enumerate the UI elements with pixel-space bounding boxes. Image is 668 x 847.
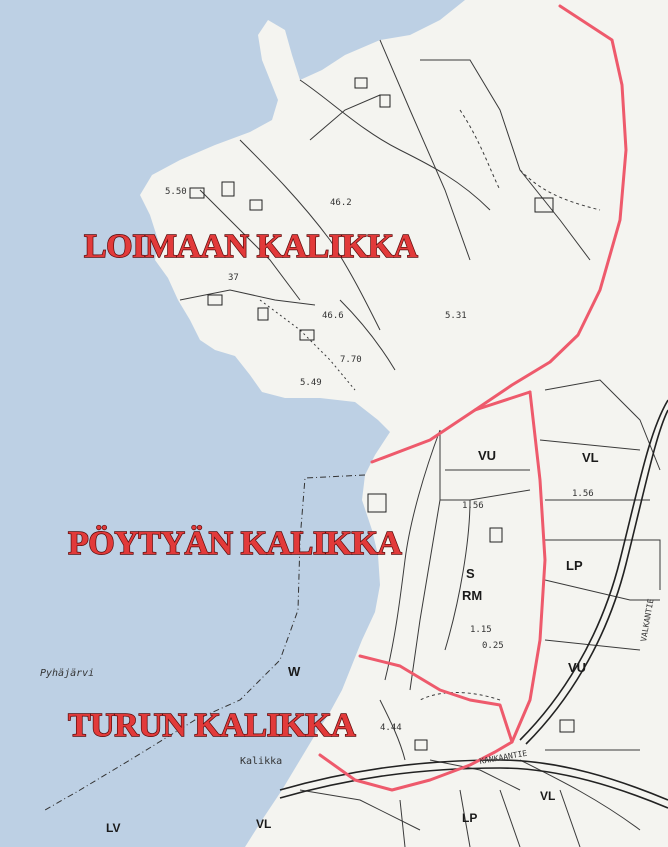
zone-vu-1[interactable]: VU (478, 448, 496, 463)
zone-vl-2[interactable]: VL (256, 817, 271, 831)
value-11: 37 (228, 273, 239, 283)
zone-vl-3[interactable]: VL (540, 789, 555, 803)
value-12: 5.50 (165, 187, 187, 197)
region-boundaries (318, 4, 628, 792)
value-8: 5.31 (445, 311, 467, 321)
value-10: 5.49 (300, 378, 322, 388)
zone-s[interactable]: S (466, 566, 475, 581)
zone-lv[interactable]: LV (106, 821, 120, 835)
buildings (189, 77, 575, 751)
boundary-loimaan (473, 4, 628, 412)
region-label-loimaan[interactable]: LOIMAAN KALIKKA (83, 227, 419, 265)
place-village[interactable]: Kalikka (240, 756, 282, 767)
zone-vl-1[interactable]: VL (582, 450, 599, 465)
value-3: 1.15 (470, 625, 492, 635)
zone-lp-1[interactable]: LP (566, 558, 583, 573)
value-2: 1.56 (462, 501, 484, 511)
boundary-turun (318, 654, 514, 792)
value-6: 46.2 (330, 198, 352, 208)
value-5: 4.44 (380, 723, 402, 733)
region-label-turun[interactable]: TURUN KALIKKA (67, 706, 357, 744)
value-4: 0.25 (482, 641, 504, 651)
boundary-loimaan-poytyan (370, 390, 532, 464)
zone-vu-2[interactable]: VU (568, 660, 586, 675)
boundary-poytyan-east (510, 390, 547, 744)
roads (279, 399, 668, 809)
value-9: 7.70 (340, 355, 362, 365)
value-1: 1.56 (572, 489, 594, 499)
admin-line (44, 474, 366, 811)
place-lake[interactable]: Pyhäjärvi (40, 668, 94, 679)
lake-pyhajarvi[interactable] (0, 0, 465, 847)
zone-w[interactable]: W (288, 664, 301, 679)
zone-codes: VU VL LP S RM W VU LV VL LP VL (106, 448, 599, 835)
value-7: 46.6 (322, 311, 344, 321)
region-label-poytyan[interactable]: PÖYTYÄN KALIKKA (67, 524, 403, 562)
zone-rm[interactable]: RM (462, 588, 482, 603)
value-labels: 1.56 1.56 1.15 0.25 4.44 46.2 46.6 5.31 … (165, 187, 594, 733)
zone-lp-2[interactable]: LP (462, 811, 477, 825)
parcel-lines (179, 39, 661, 847)
